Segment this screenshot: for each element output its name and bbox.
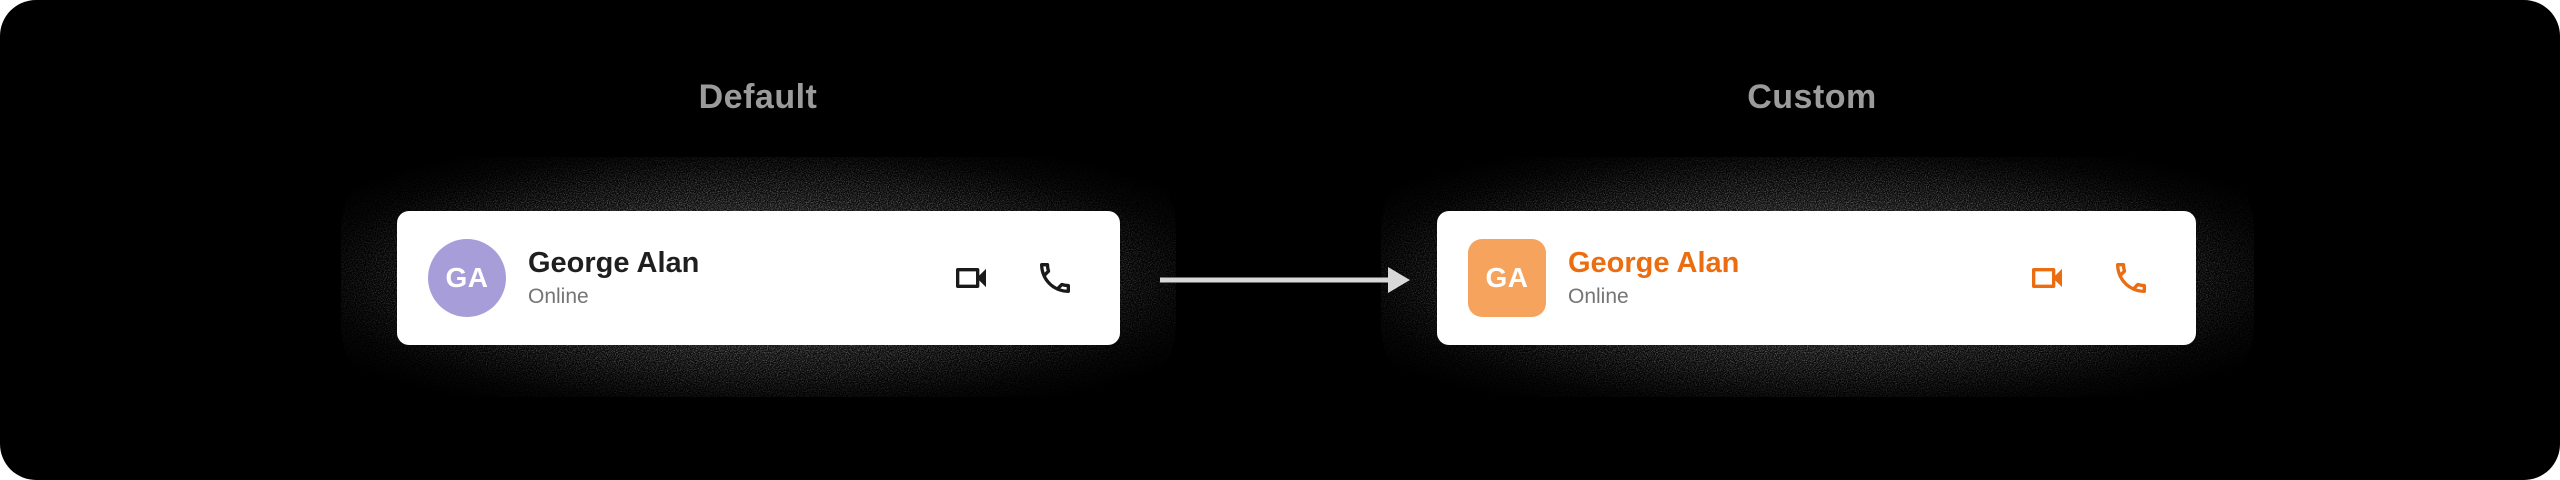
contact-status: Online: [528, 285, 589, 309]
videocam-icon: [2032, 268, 2062, 288]
avatar-initials: GA: [1485, 262, 1529, 293]
videocam-icon: [956, 268, 986, 288]
contact-name: George Alan: [528, 246, 700, 279]
contact-status: Online: [1568, 285, 1629, 309]
chat-header-card-default: GA George Alan Online: [397, 211, 1120, 345]
video-call-button[interactable]: [951, 258, 991, 298]
voice-call-button[interactable]: [2111, 258, 2151, 298]
contact-name: George Alan: [1568, 246, 1740, 279]
call-actions: [2027, 258, 2151, 298]
avatar: GA: [1468, 239, 1546, 317]
avatar: GA: [428, 239, 506, 317]
call-icon: [1040, 263, 1070, 293]
contact-info: George Alan Online: [1568, 247, 2027, 309]
section-title-default: Default: [698, 78, 818, 116]
avatar-initials: GA: [445, 262, 489, 293]
section-title-custom: Custom: [1747, 78, 1877, 116]
call-icon: [2116, 263, 2146, 293]
arrow-icon: [1160, 267, 1410, 293]
chat-header-card-custom: GA George Alan Online: [1437, 211, 2196, 345]
call-actions: [951, 258, 1075, 298]
video-call-button[interactable]: [2027, 258, 2067, 298]
contact-info: George Alan Online: [528, 247, 951, 309]
voice-call-button[interactable]: [1035, 258, 1075, 298]
